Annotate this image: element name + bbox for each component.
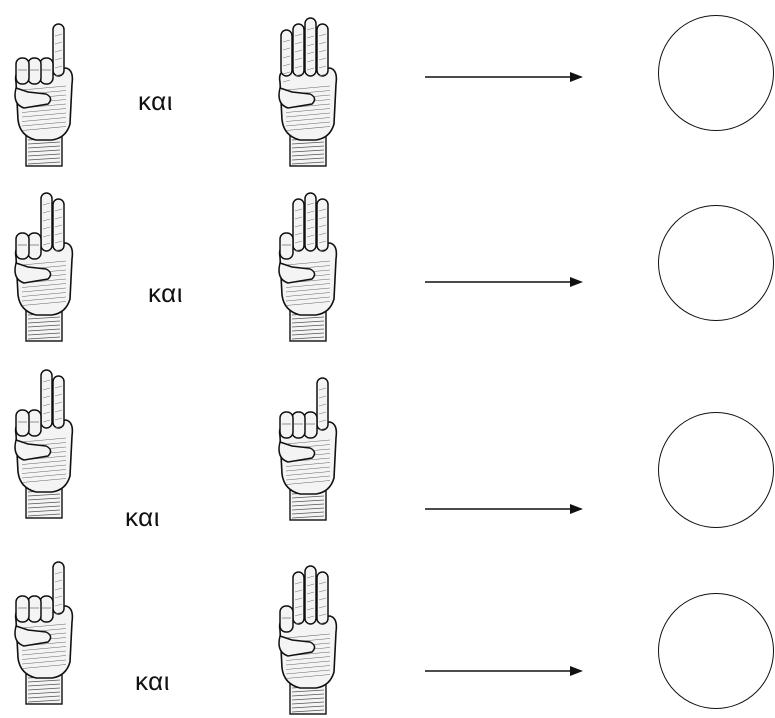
answer-circle[interactable] bbox=[658, 205, 774, 321]
hand-one-finger-icon bbox=[14, 561, 74, 705]
hand-two-fingers-icon bbox=[14, 369, 74, 519]
hand-one-finger-icon bbox=[14, 23, 74, 167]
hand-four-fingers-icon bbox=[278, 17, 338, 167]
exercise-row-1: και bbox=[0, 8, 775, 178]
exercise-row-4: και bbox=[0, 548, 775, 718]
and-word: και bbox=[148, 278, 183, 308]
hand-three-fingers-icon bbox=[278, 565, 338, 715]
answer-circle[interactable] bbox=[658, 15, 774, 131]
hand-three-fingers-icon bbox=[278, 192, 338, 342]
and-word: και bbox=[125, 502, 160, 532]
answer-circle[interactable] bbox=[658, 412, 774, 528]
hand-two-fingers-icon bbox=[14, 192, 74, 342]
and-word: και bbox=[135, 666, 170, 696]
arrow-right-icon bbox=[425, 504, 583, 514]
exercise-row-2: και bbox=[0, 183, 775, 353]
and-word: και bbox=[138, 86, 173, 116]
arrow-right-icon bbox=[425, 72, 583, 82]
exercise-row-3: και bbox=[0, 360, 775, 532]
arrow-right-icon bbox=[425, 666, 583, 676]
answer-circle[interactable] bbox=[658, 593, 774, 709]
hand-one-finger-icon bbox=[278, 377, 338, 521]
arrow-right-icon bbox=[425, 277, 583, 287]
